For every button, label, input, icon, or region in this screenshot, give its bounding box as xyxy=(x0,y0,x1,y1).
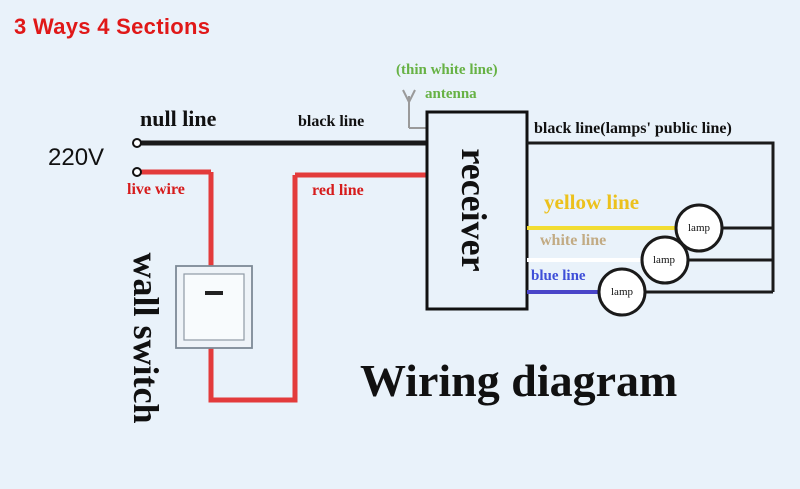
live-terminal xyxy=(132,167,142,177)
lamp-icon xyxy=(597,267,647,317)
red-line-label: red line xyxy=(312,182,364,199)
lamp-label: lamp xyxy=(611,286,633,298)
page-heading: 3 Ways 4 Sections xyxy=(14,14,211,39)
live-wire-label: live wire xyxy=(127,181,185,198)
lamp-icon xyxy=(674,203,724,253)
white-line-label: white line xyxy=(540,232,607,249)
antenna-label: antenna xyxy=(425,86,477,102)
lamp-label: lamp xyxy=(688,222,710,234)
null-line-label: null line xyxy=(140,106,217,131)
wall-switch-icon xyxy=(175,265,253,349)
lamps-public-line-label: black line(lamps' public line) xyxy=(534,120,732,137)
blue-line-label: blue line xyxy=(531,268,586,284)
diagram-title: Wiring diagram xyxy=(360,355,678,406)
black-line-label: black line xyxy=(298,113,365,130)
voltage-label: 220V xyxy=(48,144,105,171)
lamp-label: lamp xyxy=(653,254,675,266)
null-terminal xyxy=(132,138,142,148)
antenna-icon xyxy=(402,89,428,129)
lamps-public-black-wire xyxy=(527,141,775,292)
yellow-line-label: yellow line xyxy=(544,190,640,214)
thin-white-line-label: (thin white line) xyxy=(396,62,498,78)
wall-switch-label: wall switch xyxy=(126,252,166,424)
lamp-icon xyxy=(640,235,690,285)
receiver-box xyxy=(425,110,529,311)
receiver-label: receiver xyxy=(454,148,494,272)
